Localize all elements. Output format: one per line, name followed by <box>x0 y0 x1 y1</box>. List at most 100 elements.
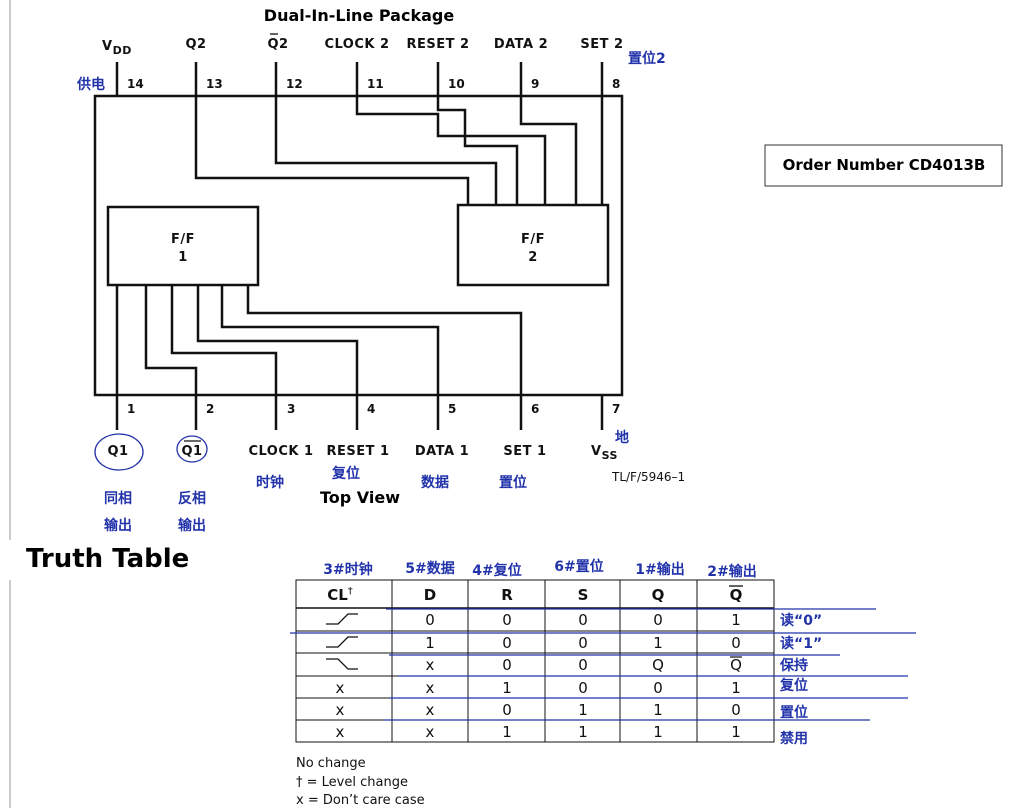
annotation-set1: 置位 <box>499 474 527 491</box>
bottom-pin-numbers: 1 2 3 4 5 6 7 <box>127 402 620 416</box>
pin-1-number: 1 <box>127 402 135 416</box>
data1-label: DATA 1 <box>415 444 469 459</box>
q2-label: Q2 <box>185 37 206 52</box>
cell-nq: 1 <box>731 679 741 697</box>
data2-label: DATA 2 <box>494 37 548 52</box>
ff1-number: 1 <box>178 250 188 265</box>
table-header-row: CL† D R S Q Q <box>327 585 743 604</box>
truth-table-grid <box>295 579 775 743</box>
pin-2-number: 2 <box>206 402 214 416</box>
falling-edge-icon <box>326 658 358 670</box>
header-d: D <box>424 586 436 604</box>
q1-bar-highlight-circle <box>176 435 208 463</box>
header-r: R <box>501 586 513 604</box>
cell-r: 0 <box>502 634 512 652</box>
vdd-label: VDD <box>102 39 132 57</box>
table-footnotes: No change † = Level change x = Don’t car… <box>296 756 425 808</box>
cell-r: 0 <box>502 611 512 629</box>
row-annotation: 读“0” <box>780 612 822 629</box>
annotation-reset1: 复位 <box>331 465 360 482</box>
pin-3-number: 3 <box>287 402 295 416</box>
footnote-dont-care: x = Don’t care case <box>296 793 425 808</box>
top-pin-stubs <box>115 62 604 96</box>
vss-label: VSS <box>591 444 618 462</box>
cell-cl: x <box>336 701 345 719</box>
rising-edge-icon <box>326 636 358 648</box>
pin-5-number: 5 <box>448 402 456 416</box>
set1-label: SET 1 <box>503 444 546 459</box>
annotation-vdd: 供电 <box>76 76 105 93</box>
cell-s: 0 <box>578 634 588 652</box>
reset1-label: RESET 1 <box>326 444 389 459</box>
cell-d: x <box>426 723 435 741</box>
cell-d: x <box>426 679 435 697</box>
header-qbar: Q <box>730 586 743 604</box>
cell-s: 0 <box>578 611 588 629</box>
top-view-label: Top View <box>320 488 400 507</box>
cell-nq: 1 <box>731 611 741 629</box>
rising-edge-icon <box>326 613 358 625</box>
cell-q: 1 <box>653 701 663 719</box>
package-title: Dual-In-Line Package <box>264 6 455 25</box>
cell-r: 1 <box>502 679 512 697</box>
pin-9-number: 9 <box>531 77 539 91</box>
annotation-nq1-line1: 反相 <box>178 490 206 507</box>
column-note-cl: 3#时钟 <box>323 561 372 578</box>
q1-highlight-circle <box>94 433 144 471</box>
annotation-data1: 数据 <box>421 474 449 491</box>
cell-q: 0 <box>653 679 663 697</box>
pin-11-number: 11 <box>367 77 384 91</box>
bottom-pin-labels: Q1 Q1 CLOCK 1 RESET 1 DATA 1 SET 1 VSS <box>94 433 618 471</box>
column-note-s: 6#置位 <box>554 558 603 575</box>
cell-r: 0 <box>502 656 512 674</box>
cell-d: x <box>426 701 435 719</box>
column-note-qbar: 2#输出 <box>707 563 756 580</box>
annotation-set2: 置位2 <box>628 50 666 67</box>
pin-14-number: 14 <box>127 77 144 91</box>
cell-nq: 0 <box>731 701 741 719</box>
header-s: S <box>578 586 589 604</box>
cell-nq: Q <box>730 656 742 674</box>
annotation-vss: 地 <box>615 429 629 446</box>
ff2-wiring <box>194 96 604 205</box>
cell-s: 0 <box>578 679 588 697</box>
ff2-number: 2 <box>528 250 538 265</box>
q1-bar-label: Q1 <box>181 444 202 459</box>
package-outline <box>93 94 624 397</box>
cell-q: Q <box>652 656 664 674</box>
cell-nq: 1 <box>731 723 741 741</box>
cell-s: 0 <box>578 656 588 674</box>
cell-d: 1 <box>425 634 435 652</box>
flip-flop-2 <box>456 203 610 287</box>
reference-code: TL/F/5946–1 <box>611 470 685 484</box>
row-annotation: 读“1” <box>780 635 822 652</box>
ff2-label: F/F <box>521 232 545 247</box>
pin-13-number: 13 <box>206 77 223 91</box>
cell-nq: 0 <box>731 634 741 652</box>
pin-7-number: 7 <box>612 402 620 416</box>
cell-s: 1 <box>578 701 588 719</box>
table-column-notes: 3#时钟 5#数据 4#复位 6#置位 1#输出 2#输出 <box>323 558 756 580</box>
column-note-r: 4#复位 <box>472 562 521 579</box>
reset2-label: RESET 2 <box>406 37 469 52</box>
pin-8-number: 8 <box>612 77 620 91</box>
row-annotation: 复位 <box>779 677 808 694</box>
cell-d: x <box>426 656 435 674</box>
clock2-label: CLOCK 2 <box>324 37 389 52</box>
q1-label: Q1 <box>107 444 128 459</box>
bottom-pin-stubs <box>115 395 604 430</box>
set2-label: SET 2 <box>580 37 623 52</box>
table-row: 1 0 0 1 0 读“1” <box>326 634 822 652</box>
annotation-q1-line1: 同相 <box>104 490 132 507</box>
pin-6-number: 6 <box>531 402 539 416</box>
header-cl: CL† <box>327 586 353 604</box>
cell-q: 1 <box>653 634 663 652</box>
annotation-nq1-line2: 输出 <box>178 517 206 534</box>
clock1-label: CLOCK 1 <box>248 444 313 459</box>
row-annotation: 置位 <box>780 704 808 721</box>
